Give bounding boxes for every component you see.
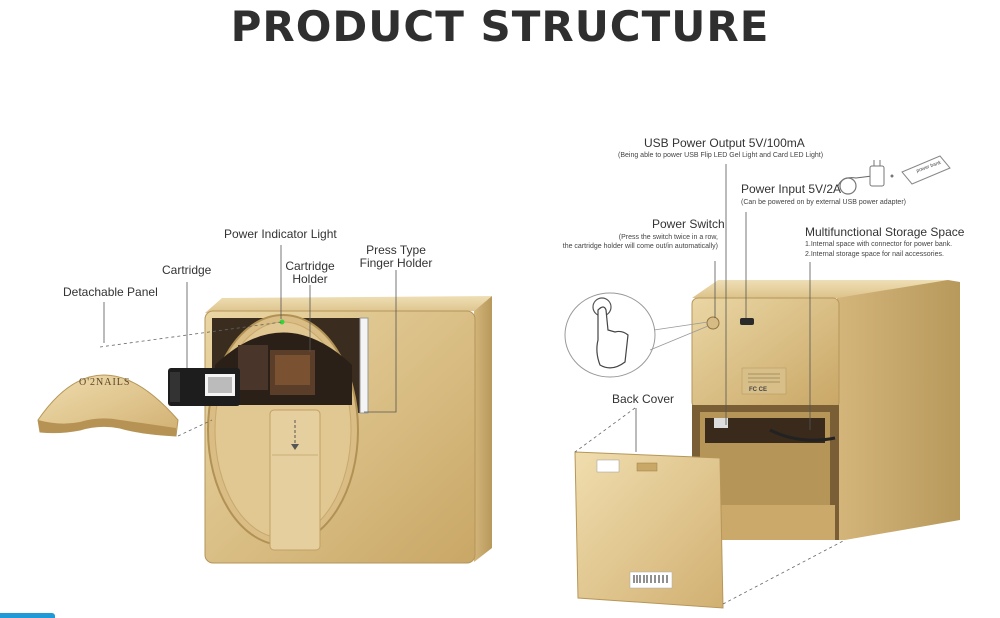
right-device bbox=[564, 155, 960, 609]
label-cartridge: Cartridge bbox=[162, 263, 212, 277]
label-cartridge-holder: Cartridge Holder bbox=[284, 260, 336, 286]
note-power-switch-line1: (Press the switch twice in a row, bbox=[618, 234, 718, 241]
label-usb-output: USB Power Output 5V/100mA bbox=[644, 136, 805, 150]
brand-logo-text: O'2NAILS bbox=[79, 377, 131, 388]
label-back-cover: Back Cover bbox=[612, 392, 675, 406]
note-power-switch-line2: the cartridge holder will come out/in au… bbox=[562, 243, 718, 250]
note-usb-output: (Being able to power USB Flip LED Gel Li… bbox=[618, 152, 824, 159]
label-press-type-line2: Finger Holder bbox=[359, 256, 433, 270]
cert-marks: FC CE bbox=[749, 387, 767, 393]
label-press-type-finger-holder: Press Type Finger Holder bbox=[358, 244, 434, 270]
label-power-input: Power Input 5V/2A bbox=[741, 182, 842, 196]
label-cartridge-holder-line1: Cartridge bbox=[285, 259, 335, 273]
label-power-indicator: Power Indicator Light bbox=[224, 227, 337, 241]
label-press-type-line1: Press Type bbox=[366, 243, 426, 257]
note-power-switch: (Press the switch twice in a row, the ca… bbox=[538, 233, 718, 251]
label-cartridge-holder-line2: Holder bbox=[292, 272, 328, 286]
storage-item-2: 2.Internal storage space for nail access… bbox=[805, 251, 944, 258]
storage-item-1: 1.Internal space with connector for powe… bbox=[805, 241, 953, 248]
left-device bbox=[37, 245, 492, 564]
accent-bar bbox=[0, 613, 55, 618]
label-storage: Multifunctional Storage Space bbox=[805, 225, 965, 239]
page-title: PRODUCT STRUCTURE bbox=[230, 2, 770, 51]
note-power-input: (Can be powered on by external USB power… bbox=[741, 199, 906, 206]
label-power-switch: Power Switch bbox=[652, 217, 725, 231]
label-detachable-panel: Detachable Panel bbox=[63, 285, 158, 299]
